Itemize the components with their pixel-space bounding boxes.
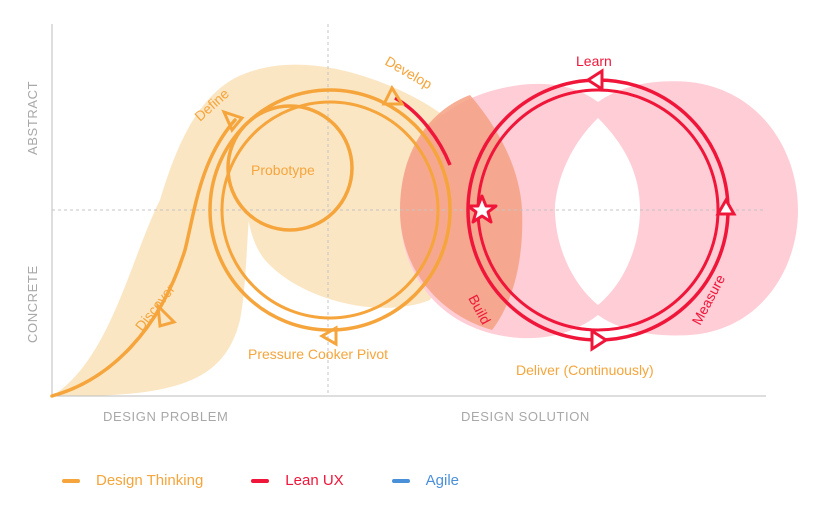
legend-item-design-thinking: Design Thinking — [62, 472, 203, 489]
legend-label-agile: Agile — [425, 472, 460, 489]
legend-label-design-thinking: Design Thinking — [96, 472, 204, 489]
learn-arrow-icon — [585, 68, 604, 92]
agile-swatch — [391, 478, 410, 483]
deliver-label: Deliver (Continuously) — [516, 362, 654, 378]
probotype-loop — [226, 104, 354, 232]
build-star-icon — [466, 194, 498, 224]
legend-item-lean-ux: Lean UX — [251, 472, 344, 489]
legend-label-lean-ux: Lean UX — [285, 472, 344, 489]
x-axis-left-label: DESIGN PROBLEM — [103, 409, 228, 424]
y-axis-top-label: ABSTRACT — [25, 81, 40, 155]
design-thinking-band — [52, 64, 495, 397]
design-thinking-swatch — [62, 478, 80, 483]
discover-arrow-icon — [156, 301, 177, 328]
pivot-arrow-icon — [318, 325, 338, 347]
measure-arrow-icon — [715, 196, 737, 216]
define-arrow-icon — [221, 109, 245, 133]
probotype-label: Probotype — [251, 162, 315, 178]
develop-loop-inner — [220, 100, 440, 320]
pressure-cooker-pivot-label: Pressure Cooker Pivot — [248, 346, 388, 362]
x-axis-right-label: DESIGN SOLUTION — [461, 409, 590, 424]
learn-label: Learn — [576, 53, 612, 69]
deliver-arrow-icon — [590, 328, 609, 352]
legend: Design Thinking Lean UX Agile — [62, 472, 507, 489]
discover-path — [50, 118, 237, 398]
legend-item-agile: Agile — [391, 472, 460, 489]
develop-arrow-icon — [381, 84, 405, 106]
lean-ux-swatch — [251, 478, 270, 483]
y-axis-bottom-label: CONCRETE — [25, 265, 40, 343]
